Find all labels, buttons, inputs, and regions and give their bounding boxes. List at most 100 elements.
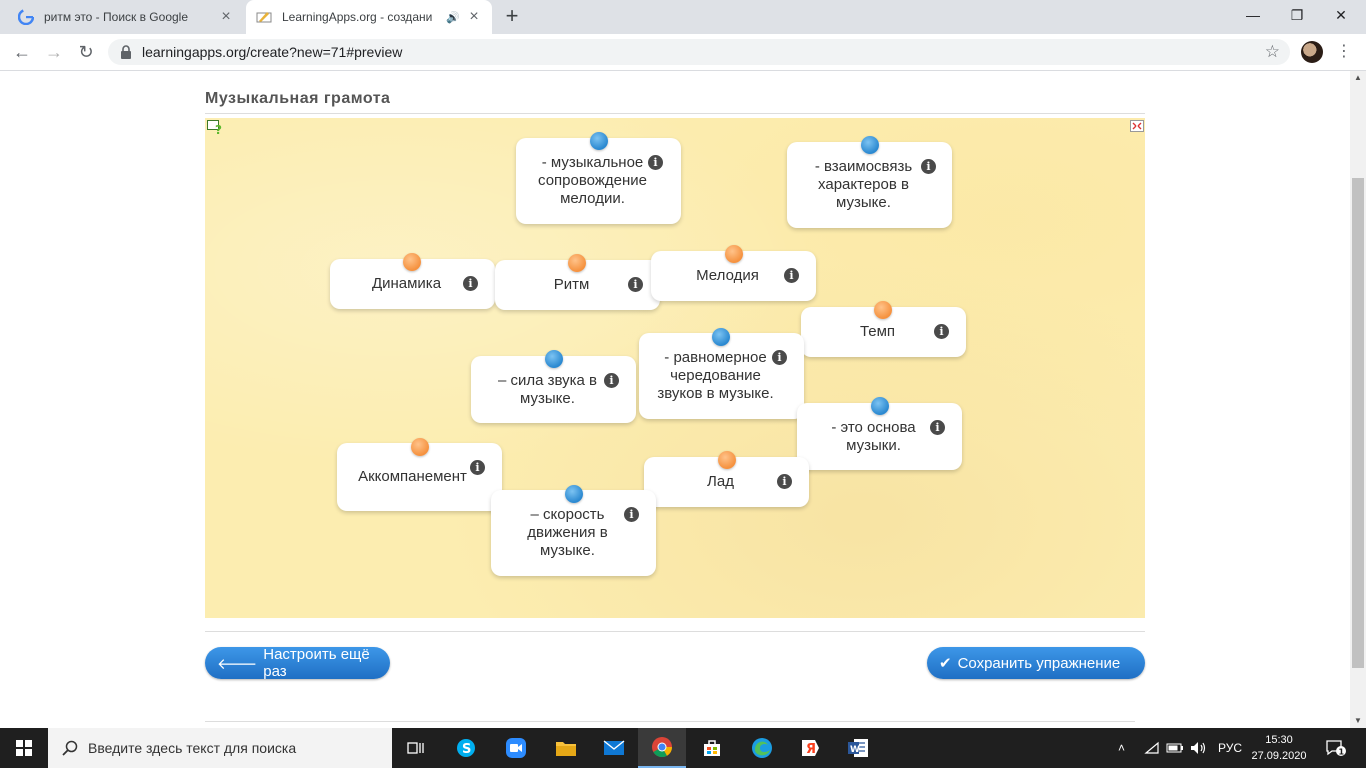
definition-card[interactable]: – скорость движения в музыке. i [491,490,656,576]
speaker-icon[interactable]: 🔊 [446,11,460,24]
info-icon[interactable]: i [934,324,949,339]
url-text: learningapps.org/create?new=71#preview [142,44,403,60]
info-icon[interactable]: i [463,276,478,291]
new-tab-button[interactable]: + [505,3,519,28]
lock-icon[interactable] [120,45,132,59]
info-icon[interactable]: i [772,350,787,365]
task-view-icon[interactable] [392,728,440,768]
tab-title: LearningApps.org - создани [282,10,433,24]
info-icon[interactable]: i [628,277,643,292]
orange-pin[interactable] [411,438,429,456]
tab-google-search[interactable]: ритм это - Поиск в Google × [8,0,244,34]
orange-pin[interactable] [403,253,421,271]
profile-avatar[interactable] [1301,41,1323,63]
windows-start-icon[interactable] [0,728,48,768]
card-text: – скорость движения в музыке. [527,506,608,559]
tab-learningapps[interactable]: LearningApps.org - создани 🔊 × [246,0,492,34]
definition-card[interactable]: - равномерное чередование звуков в музык… [639,333,804,419]
card-text: Мелодия [696,267,759,284]
svg-text:Я: Я [806,742,816,757]
yandex-icon[interactable]: Я [786,728,834,768]
info-icon[interactable]: i [930,420,945,435]
maximize-button[interactable]: ❐ [1290,7,1304,23]
orange-pin[interactable] [718,451,736,469]
term-card[interactable]: Ритм i [495,260,660,310]
network-icon[interactable] [1144,728,1160,768]
clock[interactable]: 15:30 27.09.2020 [1248,732,1310,764]
card-text: Аккомпанемент [358,468,467,485]
close-tab-icon[interactable]: × [221,8,231,25]
tab-title: ритм это - Поиск в Google [44,10,189,24]
orange-pin[interactable] [725,245,743,263]
zoom-icon[interactable] [492,728,540,768]
orange-pin[interactable] [568,254,586,272]
info-icon[interactable]: i [784,268,799,283]
blue-pin[interactable] [861,136,879,154]
tray-overflow-icon[interactable]: ˄ [1118,741,1126,755]
notifications-icon[interactable]: 1 [1326,728,1346,768]
blue-pin[interactable] [565,485,583,503]
definition-card[interactable]: - музыкальное сопровождение мелодии. i [516,138,681,224]
file-explorer-icon[interactable] [542,728,590,768]
minimize-button[interactable]: — [1246,7,1260,23]
edge-icon[interactable] [738,728,786,768]
help-icon[interactable]: ? [207,119,223,137]
divider [205,631,1145,632]
orange-pin[interactable] [874,301,892,319]
battery-icon[interactable] [1166,728,1184,768]
blue-pin[interactable] [590,132,608,150]
reload-button[interactable]: ↻ [78,42,94,62]
browser-menu-icon[interactable]: ⋮ [1336,43,1352,60]
button-label: Сохранить упражнение [957,654,1121,672]
svg-text:S: S [462,742,471,757]
scrollbar-thumb[interactable] [1352,178,1364,668]
language-indicator[interactable]: РУС [1218,741,1243,755]
scroll-up-icon[interactable]: ▲ [1354,73,1362,82]
skype-icon[interactable]: S [442,728,490,768]
card-text: - это основа музыки. [831,418,916,454]
forward-button[interactable]: → [45,42,63,62]
card-text: - музыкальное сопровождение мелодии. [538,154,647,207]
app-title: Музыкальная грамота [205,90,391,107]
blue-pin[interactable] [545,350,563,368]
browser-toolbar: ← → ↻ learningapps.org/create?new=71#pre… [0,34,1366,71]
card-text: - взаимосвязь характеров в музыке. [814,158,913,211]
info-icon[interactable]: i [777,474,792,489]
notification-count: 1 [1339,748,1345,757]
word-icon[interactable]: W [834,728,882,768]
blue-pin[interactable] [712,328,730,346]
divider [205,721,1135,722]
clock-date: 27.09.2020 [1251,750,1307,762]
scroll-down-icon[interactable]: ▼ [1354,716,1362,725]
card-text: Темп [859,323,896,340]
reconfigure-button[interactable]: 🡐 Настроить ещё раз [205,646,390,680]
volume-icon[interactable] [1190,728,1208,768]
taskbar: Введите здесь текст для поиска S Я W ˄ Р… [0,728,1366,768]
tab-strip: ритм это - Поиск в Google × LearningApps… [0,0,1366,34]
save-exercise-button[interactable]: ✔ Сохранить упражнение [927,647,1145,679]
address-bar[interactable]: learningapps.org/create?new=71#preview ☆ [108,39,1290,65]
taskbar-search[interactable]: Введите здесь текст для поиска [48,728,392,768]
close-window-button[interactable]: ✕ [1335,7,1347,23]
bookmark-star-icon[interactable]: ☆ [1264,42,1280,61]
store-icon[interactable] [688,728,736,768]
search-placeholder: Введите здесь текст для поиска [88,740,297,756]
info-icon[interactable]: i [648,155,663,170]
blue-pin[interactable] [871,397,889,415]
info-icon[interactable]: i [604,373,619,388]
info-icon[interactable]: i [624,507,639,522]
card-text: – сила звука в музыке. [497,371,598,407]
definition-card[interactable]: - взаимосвязь характеров в музыке. i [787,142,952,228]
fullscreen-icon[interactable] [1130,119,1144,132]
card-text: Динамика [371,275,442,292]
mail-icon[interactable] [590,728,638,768]
back-button[interactable]: ← [13,42,31,62]
search-icon [62,740,78,756]
chrome-icon[interactable] [638,728,686,768]
checkmark-icon: ✔ [939,655,952,672]
button-label: Настроить ещё раз [263,646,370,680]
info-icon[interactable]: i [921,159,936,174]
close-tab-icon[interactable]: × [469,8,479,25]
divider [205,113,1145,114]
info-icon[interactable]: i [470,460,485,475]
